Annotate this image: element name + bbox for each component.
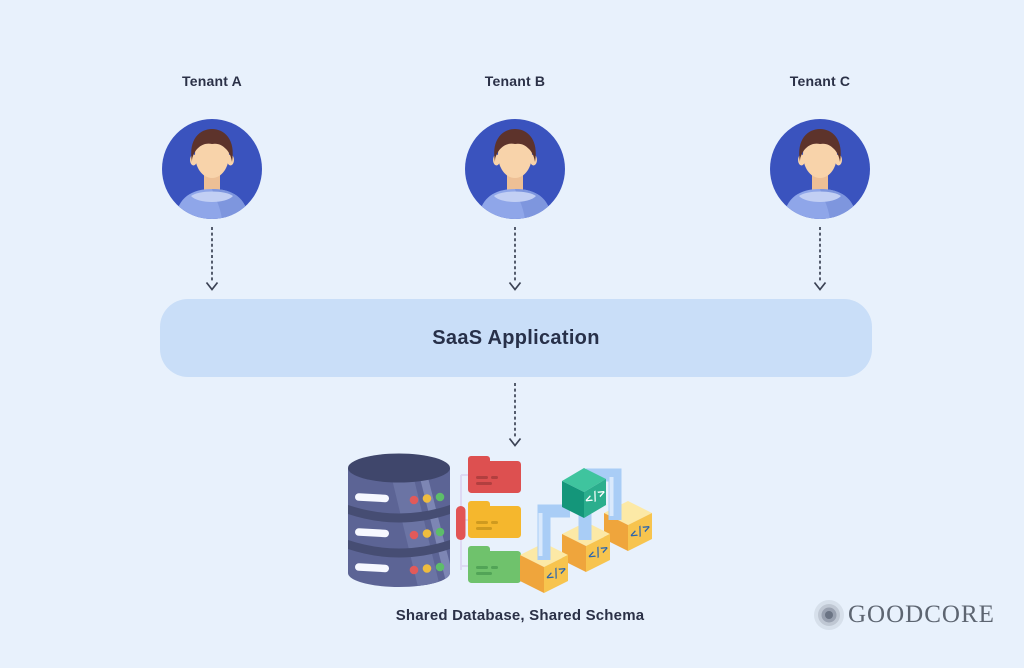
database-cylinder-icon bbox=[348, 453, 450, 587]
tenant-b-label: Tenant B bbox=[484, 73, 546, 89]
down-arrow-icon bbox=[812, 226, 828, 292]
shared-database-illustration: </> </> </> </> bbox=[348, 453, 653, 593]
tenant-b-group: Tenant B bbox=[455, 72, 575, 292]
connector-node bbox=[456, 506, 466, 540]
diagram-caption: Shared Database, Shared Schema bbox=[395, 607, 645, 624]
green-folder-icon bbox=[468, 546, 521, 583]
code-modules-icon: </> </> </> </> bbox=[520, 468, 653, 593]
folder-connector bbox=[456, 474, 468, 570]
red-folder-icon bbox=[468, 456, 521, 493]
down-arrow-icon bbox=[507, 226, 523, 292]
user-avatar-icon bbox=[770, 119, 870, 219]
tenant-a-group: Tenant A bbox=[152, 72, 272, 292]
tenant-c-group: Tenant C bbox=[760, 72, 880, 292]
ripple-circles-icon bbox=[814, 600, 844, 630]
user-avatar-icon bbox=[162, 119, 262, 219]
user-avatar-icon bbox=[465, 119, 565, 219]
yellow-folder-icon bbox=[468, 501, 521, 538]
down-arrow-icon bbox=[204, 226, 220, 292]
logo-text: GOODCORE bbox=[848, 601, 995, 628]
saas-application-label: SaaS Application bbox=[432, 326, 600, 349]
down-arrow-icon bbox=[507, 382, 523, 448]
saas-application-box: SaaS Application bbox=[160, 299, 872, 377]
goodcore-logo: GOODCORE bbox=[812, 597, 995, 633]
tenant-a-label: Tenant A bbox=[182, 73, 242, 89]
tenant-c-label: Tenant C bbox=[789, 73, 851, 89]
